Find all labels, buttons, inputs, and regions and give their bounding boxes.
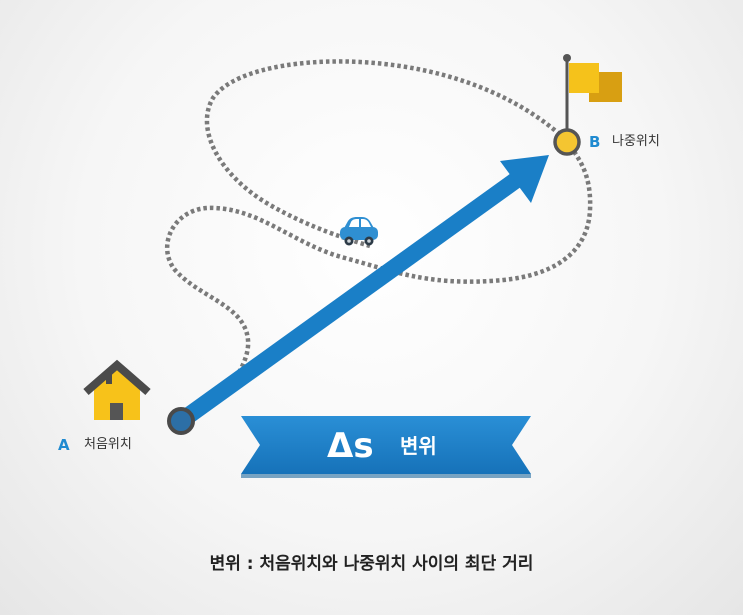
caption: 변위 : 처음위치와 나중위치 사이의 최단 거리 (209, 554, 534, 574)
end-node (553, 128, 581, 156)
displacement-banner (241, 416, 531, 478)
banner-word: 변위 (400, 434, 437, 458)
flag-icon (563, 54, 622, 130)
point-b-label: 나중위치 (612, 134, 660, 149)
point-b-letter: B (589, 133, 601, 151)
point-a-label: 처음위치 (84, 437, 132, 452)
banner-symbol: Δs (327, 426, 374, 466)
displacement-arrow (176, 155, 549, 428)
car-icon (340, 217, 378, 246)
point-a-letter: A (58, 436, 70, 454)
travel-path (164, 59, 593, 425)
house-icon (83, 359, 151, 420)
start-node (167, 407, 195, 435)
